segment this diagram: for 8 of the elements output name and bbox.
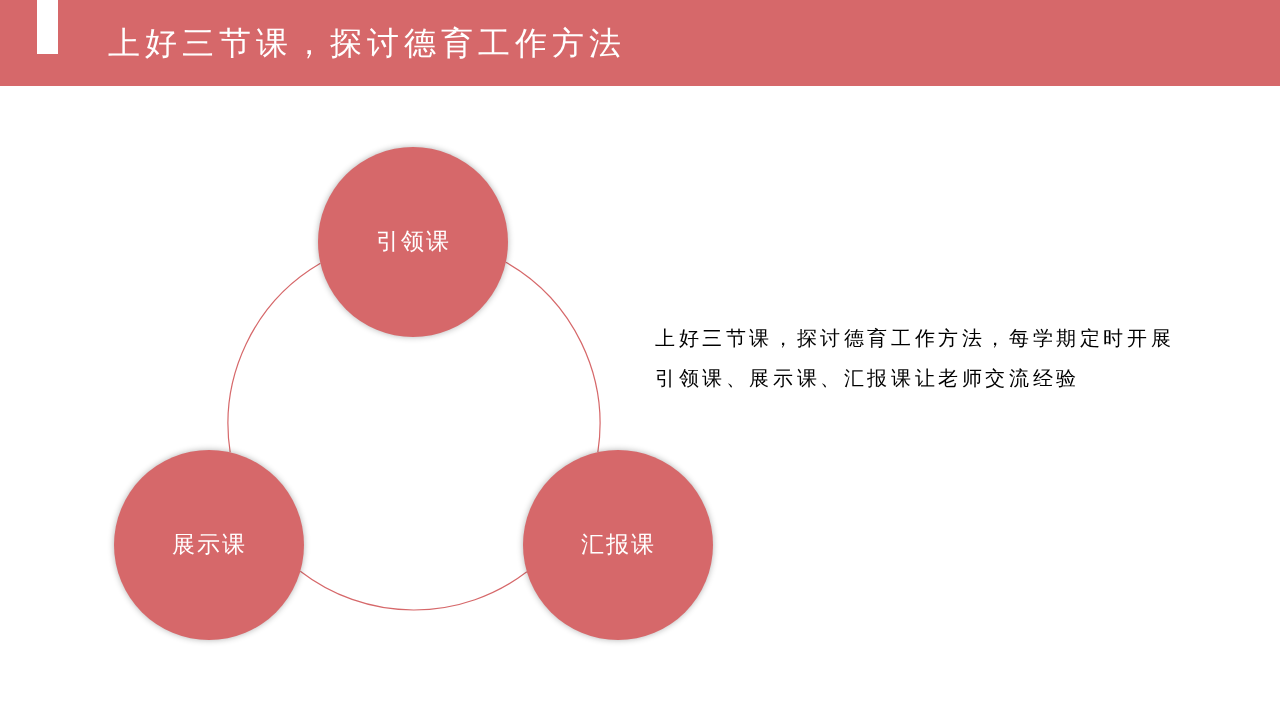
ring-arc-connector <box>505 261 601 453</box>
description-text: 上好三节课，探讨德育工作方法，每学期定时开展引领课、展示课、汇报课让老师交流经验 <box>655 326 1176 391</box>
title: 上好三节课，探讨德育工作方法 <box>108 24 626 63</box>
circle-label: 引领课 <box>375 228 451 256</box>
ring-arc-connector <box>299 570 528 611</box>
ring-arc-connector <box>227 262 321 453</box>
circle-label: 展示课 <box>171 531 247 559</box>
circle-label: 汇报课 <box>580 531 656 559</box>
